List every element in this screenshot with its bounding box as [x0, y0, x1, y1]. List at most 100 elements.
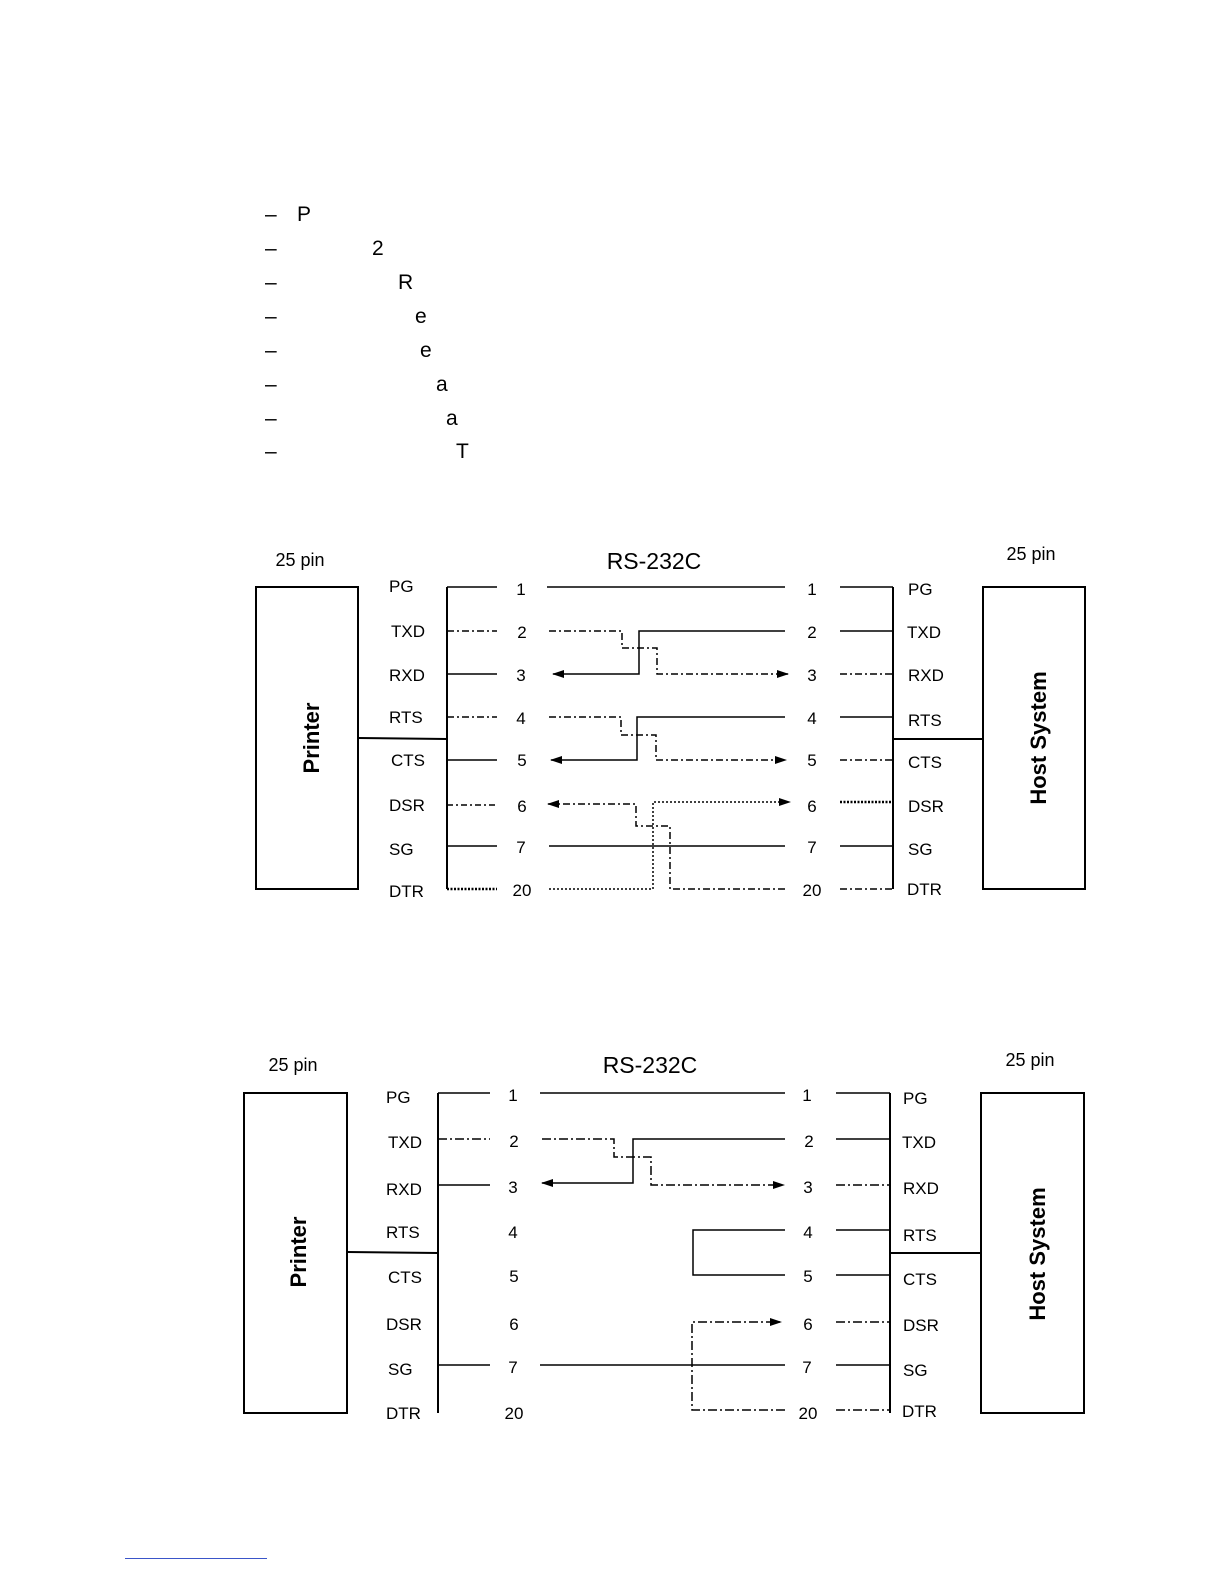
pin-label: 7 — [516, 838, 525, 857]
bullet-dash: – — [265, 203, 277, 226]
signal-label-dsr: DSR — [908, 797, 944, 816]
signal-label-pg: PG — [386, 1088, 411, 1107]
pin-label: 2 — [807, 623, 816, 642]
pin-label: 1 — [807, 580, 816, 599]
pin-label: 6 — [803, 1315, 812, 1334]
bullet-text: 2 — [372, 237, 384, 260]
signal-label-cts: CTS — [388, 1268, 422, 1287]
signal-label-txd: TXD — [391, 622, 425, 641]
signal-label-sg: SG — [903, 1361, 928, 1380]
bullet-dash: – — [265, 373, 277, 396]
signal-label-sg: SG — [908, 840, 933, 859]
right-pin-label: 25 pin — [1006, 544, 1055, 564]
pin-label: 4 — [508, 1223, 517, 1242]
signal-label-rxd: RXD — [903, 1179, 939, 1198]
signal-label-rts: RTS — [386, 1223, 420, 1242]
signal-label-cts: CTS — [908, 753, 942, 772]
bullet-text: a — [436, 373, 448, 396]
pin-label: 2 — [509, 1132, 518, 1151]
pin-label: 4 — [807, 709, 816, 728]
signal-label-rts: RTS — [908, 711, 942, 730]
wire-stubs — [438, 1092, 890, 1411]
signal-label-dsr: DSR — [386, 1315, 422, 1334]
bullet-text: T — [456, 440, 469, 463]
signal-label-rxd: RXD — [386, 1180, 422, 1199]
signal-label-rxd: RXD — [908, 666, 944, 685]
pin-label: 7 — [807, 838, 816, 857]
crossover-wires — [540, 1092, 785, 1411]
pin-label: 3 — [516, 666, 525, 685]
signal-label-dtr: DTR — [902, 1402, 937, 1421]
signal-label-sg: SG — [388, 1360, 413, 1379]
signal-label-rts: RTS — [903, 1226, 937, 1245]
printer-label: Printer — [286, 1216, 311, 1287]
printer-label: Printer — [299, 702, 324, 773]
pin-label: 2 — [517, 623, 526, 642]
pin-label: 4 — [803, 1223, 812, 1242]
bullet-dash: – — [265, 339, 277, 362]
signal-label-rts: RTS — [389, 708, 423, 727]
diagram-title: RS-232C — [607, 548, 702, 574]
signal-label-pg: PG — [903, 1089, 928, 1108]
pin-label: 2 — [804, 1132, 813, 1151]
host-system-label: Host System — [1026, 671, 1051, 804]
pin-label: 1 — [516, 580, 525, 599]
pin-label: 7 — [508, 1358, 517, 1377]
bullet-dash: – — [265, 407, 277, 430]
bullet-text: R — [398, 271, 414, 294]
pin-label: 6 — [517, 797, 526, 816]
signal-label-cts: CTS — [391, 751, 425, 770]
bullet-dash: – — [265, 305, 277, 328]
bullet-text: a — [446, 407, 458, 430]
signal-label-txd: TXD — [388, 1133, 422, 1152]
pin-label: 6 — [509, 1315, 518, 1334]
pin-label: 1 — [508, 1086, 517, 1105]
bullet-text: P — [297, 203, 312, 226]
right-pin-label: 25 pin — [1005, 1050, 1054, 1070]
left-pin-label: 25 pin — [275, 550, 324, 570]
pin-label: 20 — [803, 881, 822, 900]
footnote-separator — [125, 1558, 267, 1559]
pin-label: 7 — [802, 1358, 811, 1377]
signal-label-pg: PG — [908, 580, 933, 599]
signal-label-rxd: RXD — [389, 666, 425, 685]
signal-label-dsr: DSR — [903, 1316, 939, 1335]
wiring-diagram-loopback-handshake: 25 pin 25 pin RS-232C Printer Host Syste… — [243, 1050, 1085, 1423]
signal-label-dtr: DTR — [386, 1404, 421, 1423]
crossover-wires — [547, 586, 791, 890]
bullet-list: – P – 2 – R – e – e – a – a – T — [0, 0, 1224, 480]
signal-label-sg: SG — [389, 840, 414, 859]
pin-label: 20 — [505, 1404, 524, 1423]
bullet-text: e — [415, 305, 427, 328]
pin-label: 3 — [807, 666, 816, 685]
bullet-dash: – — [265, 237, 277, 260]
host-system-label: Host System — [1025, 1187, 1050, 1320]
pin-label: 3 — [803, 1178, 812, 1197]
bullet-dash: – — [265, 271, 277, 294]
printer-connector-line — [346, 1251, 439, 1254]
signal-label-cts: CTS — [903, 1270, 937, 1289]
pin-label: 20 — [799, 1404, 818, 1423]
pin-label: 5 — [807, 751, 816, 770]
signal-label-dsr: DSR — [389, 796, 425, 815]
signal-label-txd: TXD — [902, 1133, 936, 1152]
pin-label: 20 — [513, 881, 532, 900]
printer-connector-line — [357, 737, 448, 740]
bullet-text: e — [420, 339, 432, 362]
diagram-title: RS-232C — [603, 1052, 698, 1078]
left-pin-label: 25 pin — [268, 1055, 317, 1075]
pin-label: 5 — [509, 1267, 518, 1286]
signal-label-dtr: DTR — [907, 880, 942, 899]
pin-label: 1 — [802, 1086, 811, 1105]
pin-label: 3 — [508, 1178, 517, 1197]
pin-label: 5 — [803, 1267, 812, 1286]
signal-label-dtr: DTR — [389, 882, 424, 901]
wire-stubs — [447, 586, 893, 891]
pin-label: 4 — [516, 709, 525, 728]
bullet-dash: – — [265, 440, 277, 463]
signal-label-txd: TXD — [907, 623, 941, 642]
pin-label: 5 — [517, 751, 526, 770]
pin-label: 6 — [807, 797, 816, 816]
wiring-diagram-full-handshake: 25 pin 25 pin RS-232C Printer Host Syste… — [255, 544, 1086, 901]
signal-label-pg: PG — [389, 577, 414, 596]
